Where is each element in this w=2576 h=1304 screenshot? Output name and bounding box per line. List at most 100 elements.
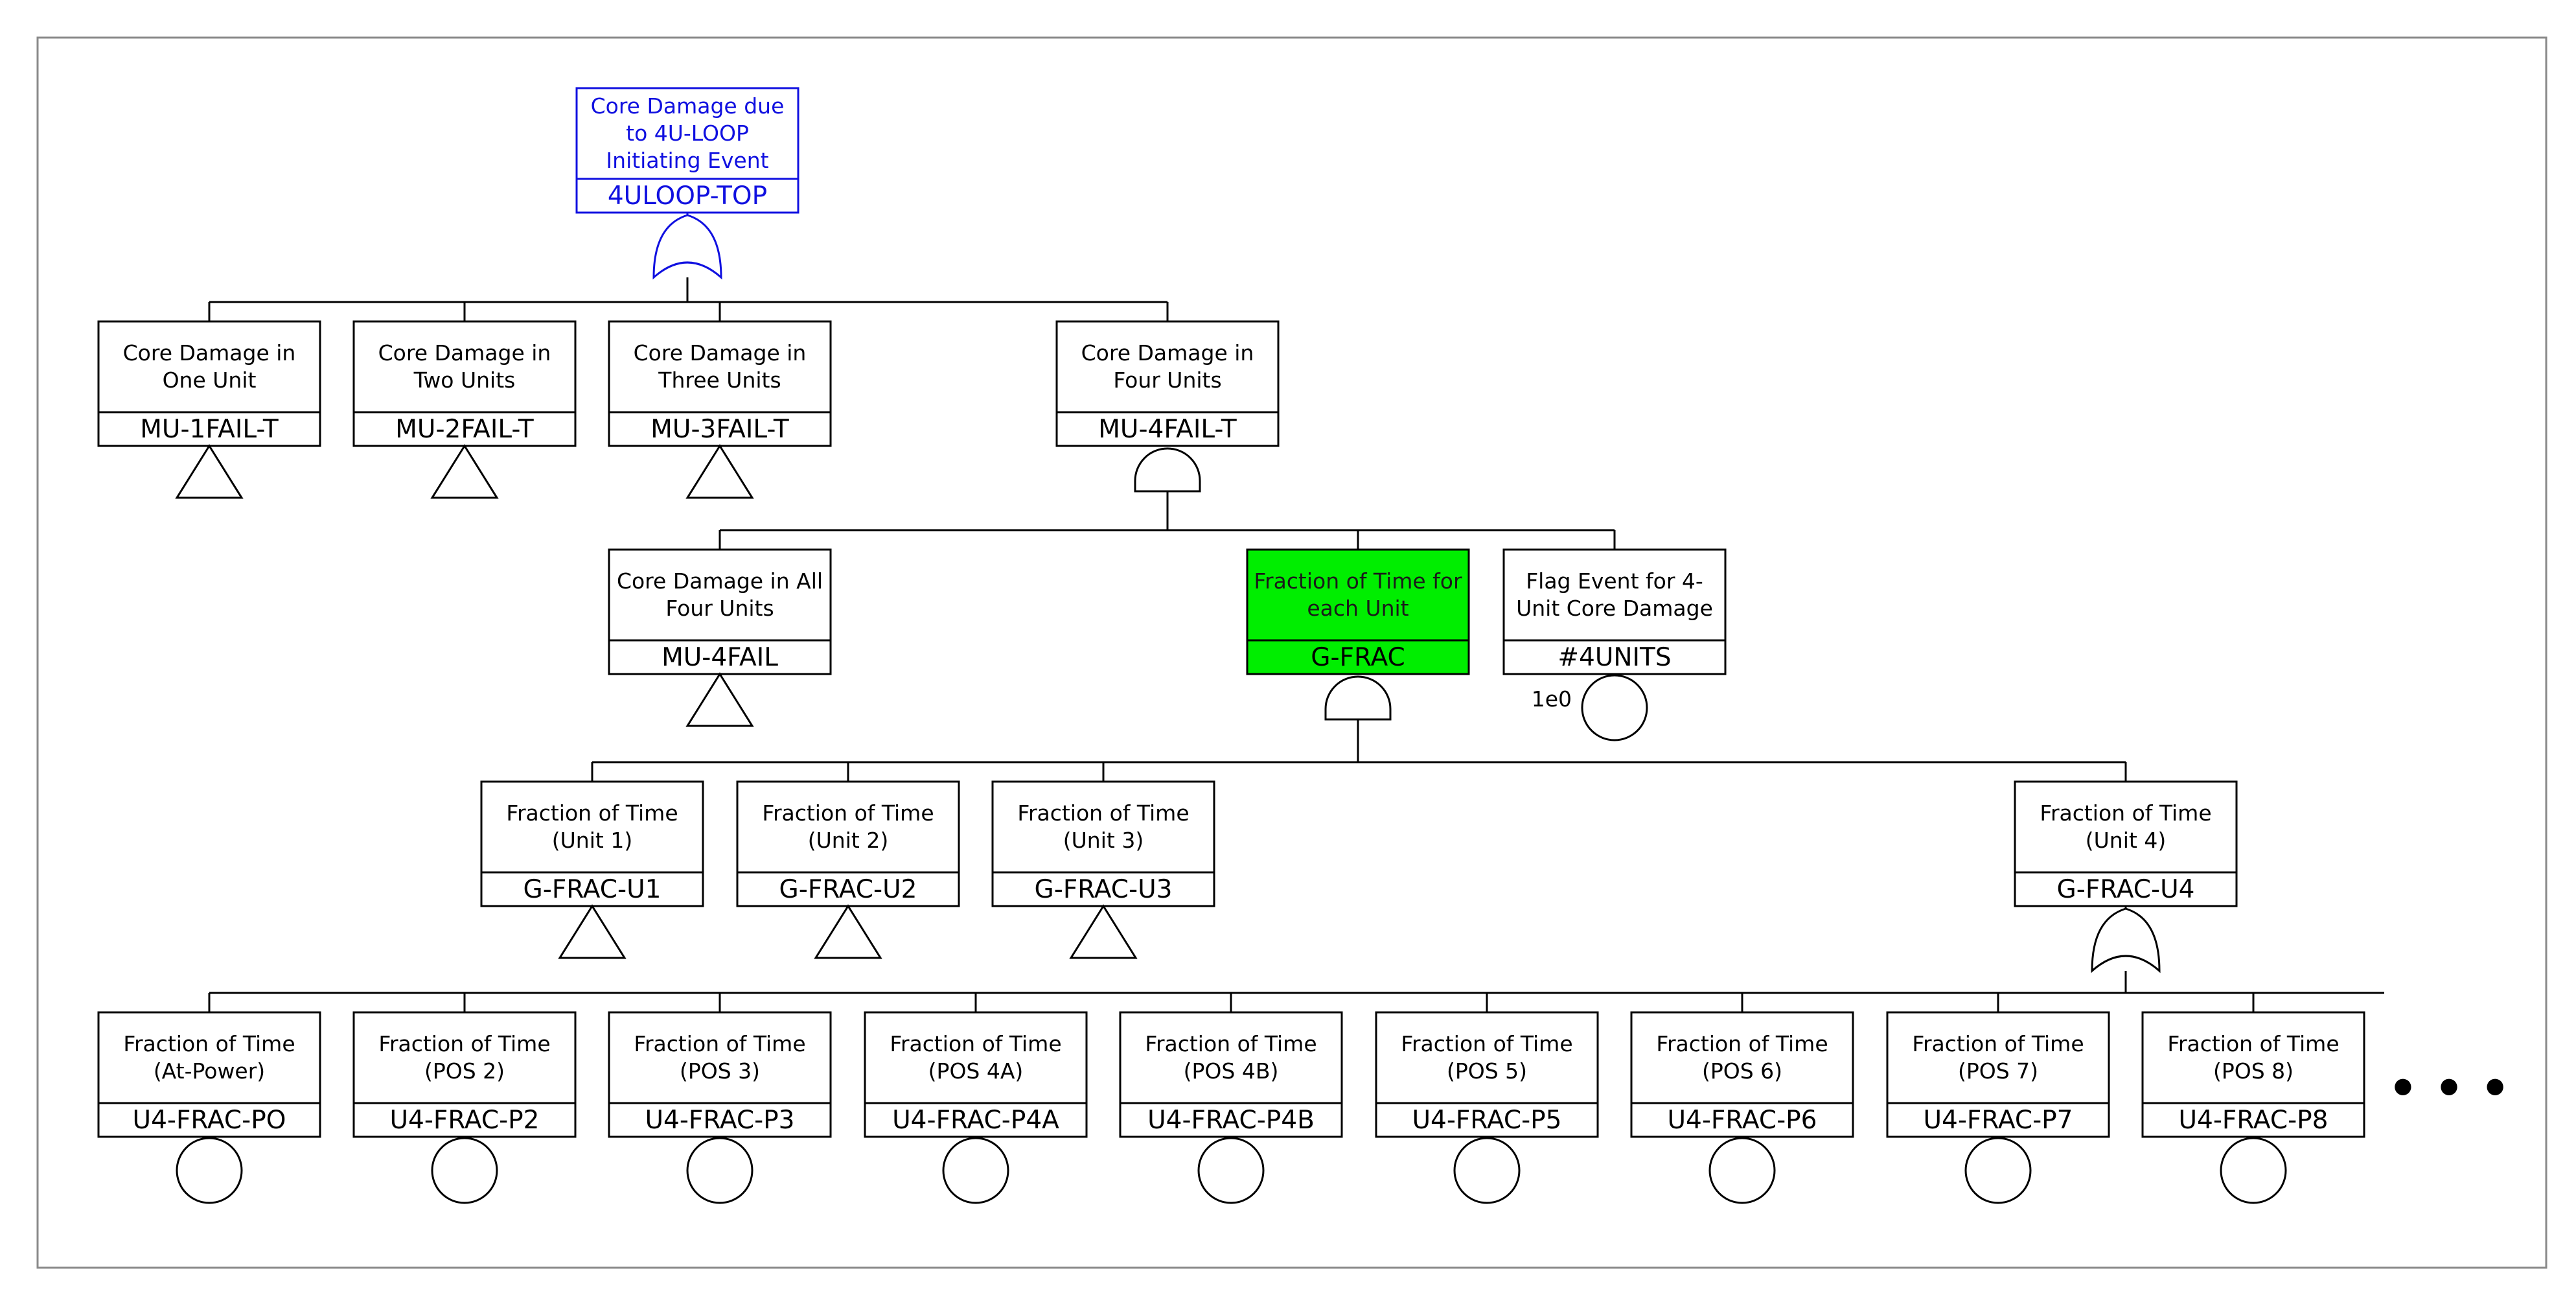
node-label-line: Fraction of Time (506, 800, 678, 826)
node-label-line: Initiating Event (606, 148, 768, 173)
node-id: G-FRAC-U4 (2057, 875, 2195, 904)
node-label-line: (POS 8) (2213, 1058, 2294, 1084)
node-label-box (2014, 780, 2238, 874)
node-label-line: (Unit 2) (808, 828, 888, 853)
node-id-box (1119, 1102, 1343, 1138)
node-id-box (1375, 1102, 1599, 1138)
node-id: G-FRAC-U3 (1035, 875, 1173, 904)
node-id-box (864, 1102, 1088, 1138)
node-label-line: (Unit 1) (552, 828, 632, 853)
node-id-box (2014, 871, 2238, 907)
node-label-line: (POS 6) (1702, 1058, 1782, 1084)
node-label-box (1502, 548, 1727, 642)
node-po[interactable]: Fraction of Time(At-Power)U4-FRAC-PO (97, 1011, 321, 1204)
node-label-box (608, 320, 832, 413)
node-label-line: (At-Power) (154, 1058, 265, 1084)
node-label-box (352, 320, 577, 413)
node-id: MU-1FAIL-T (140, 415, 279, 444)
node-label-line: (POS 3) (680, 1058, 760, 1084)
basic-gate-icon (431, 1137, 498, 1204)
basic-gate-icon (686, 1137, 753, 1204)
or-gate-icon (2091, 906, 2161, 973)
node-label-line: Core Damage in (378, 340, 551, 366)
node-label-line: Fraction of Time (1912, 1031, 2084, 1056)
node-label-line: Fraction of Time (378, 1031, 550, 1056)
node-label-line: Fraction of Time (1656, 1031, 1828, 1056)
node-id: 4ULOOP-TOP (608, 181, 767, 211)
node-label-line: Fraction of Time (634, 1031, 805, 1056)
node-label-line: Core Damage in (634, 340, 807, 366)
node-label-line: Fraction of Time (1017, 800, 1189, 826)
node-label-line: Core Damage due (591, 93, 785, 119)
node-u2[interactable]: Fraction of Time(Unit 2) G-FRAC-U2 (736, 780, 960, 959)
node-label-line: (Unit 3) (1063, 828, 1144, 853)
node-id-box (736, 871, 960, 907)
node-label-box (1246, 548, 1470, 642)
diagram-frame (36, 36, 2547, 1269)
node-id: G-FRAC-U2 (779, 875, 917, 904)
node-id-box (352, 411, 577, 447)
node-label-line: (Unit 4) (2086, 828, 2166, 853)
node-p6[interactable]: Fraction of Time(POS 6) U4-FRAC-P6 (1630, 1011, 1854, 1204)
basic-gate-icon (1197, 1137, 1265, 1204)
node-id: U4-FRAC-P5 (1412, 1106, 1561, 1135)
node-p4b[interactable]: Fraction of Time(POS 4B)U4-FRAC-P4B (1119, 1011, 1343, 1204)
node-p7[interactable]: Fraction of Time(POS 7) U4-FRAC-P7 (1886, 1011, 2110, 1204)
node-id-box (1630, 1102, 1854, 1138)
node-u3[interactable]: Fraction of Time(Unit 3) G-FRAC-U3 (991, 780, 1215, 959)
node-label-box (864, 1011, 1088, 1104)
node-u4[interactable]: Fraction of Time(Unit 4)G-FRAC-U4 (2014, 780, 2238, 973)
node-p2[interactable]: Fraction of Time(POS 2)U4-FRAC-P2 (352, 1011, 577, 1204)
basic-gate-icon (1708, 1137, 1776, 1204)
node-label-line: (POS 4A) (928, 1058, 1024, 1084)
basic-gate-icon (942, 1137, 1009, 1204)
node-id: U4-FRAC-P4B (1147, 1106, 1315, 1135)
basic-gate-icon (2220, 1137, 2287, 1204)
transfer-gate-icon (175, 444, 244, 499)
node-label-line: (POS 7) (1958, 1058, 2038, 1084)
node-flag[interactable]: Flag Event for 4-Unit Core Damage#4UNITS… (1502, 548, 1727, 741)
basic-gate-icon (1964, 1137, 2032, 1204)
transfer-gate-icon (558, 904, 627, 959)
node-label-box (736, 780, 960, 874)
continuation-ellipsis: • • • (2388, 1061, 2510, 1115)
node-label-line: Core Damage in All (617, 568, 823, 594)
node-label-line: Fraction of Time (762, 800, 934, 826)
or-gate-icon (652, 213, 722, 280)
transfer-gate-icon (430, 444, 499, 499)
node-p3[interactable]: Fraction of Time(POS 3)U4-FRAC-P3 (608, 1011, 832, 1204)
node-p4a[interactable]: Fraction of Time(POS 4A) U4-FRAC-P4A (864, 1011, 1088, 1204)
node-label-line: Four Units (1113, 367, 1221, 393)
transfer-gate-icon (814, 904, 882, 959)
node-label-box (1886, 1011, 2110, 1104)
node-label-line: Fraction of Time (2167, 1031, 2339, 1056)
node-id: MU-2FAIL-T (395, 415, 534, 444)
node-id: MU-3FAIL-T (650, 415, 789, 444)
node-label-box (1119, 1011, 1343, 1104)
and-gate-icon (1324, 675, 1392, 739)
node-label-line: (POS 2) (424, 1058, 505, 1084)
node-label-line: Fraction of Time (890, 1031, 1061, 1056)
node-label-box (1630, 1011, 1854, 1104)
node-label-line: Fraction of Time for (1254, 568, 1462, 594)
node-id: #4UNITS (1558, 643, 1671, 672)
node-id: U4-FRAC-P6 (1667, 1106, 1817, 1135)
node-label-box (608, 1011, 832, 1104)
node-p8[interactable]: Fraction of Time(POS 8)U4-FRAC-P8 (2141, 1011, 2365, 1204)
basic-gate-icon (1581, 674, 1648, 741)
node-id: U4-FRAC-P7 (1923, 1106, 2073, 1135)
node-label-box (2141, 1011, 2365, 1104)
node-u1[interactable]: Fraction of Time(Unit 1)G-FRAC-U1 (480, 780, 704, 959)
node-label-line: to 4U-LOOP (626, 121, 749, 146)
node-id-box (1502, 639, 1727, 675)
node-p5[interactable]: Fraction of Time(POS 5)U4-FRAC-P5 (1375, 1011, 1599, 1204)
node-id: U4-FRAC-P4A (892, 1106, 1059, 1135)
